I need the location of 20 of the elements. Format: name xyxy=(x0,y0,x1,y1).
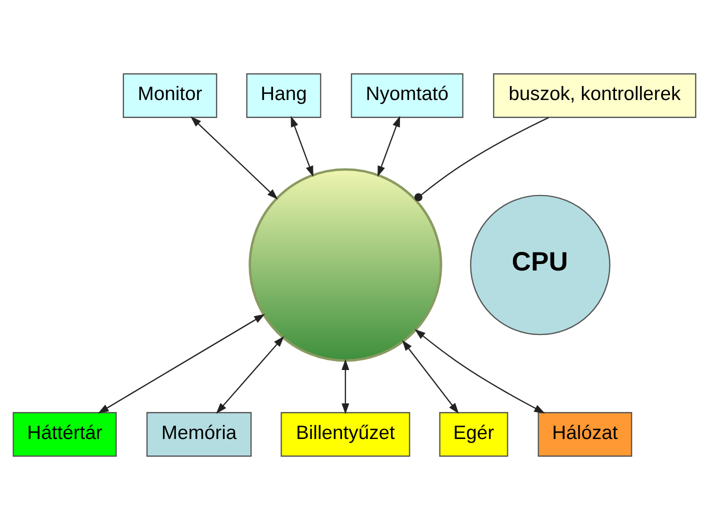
arrow xyxy=(342,358,350,414)
node-box: buszok, kontrollerek xyxy=(493,72,696,118)
node-box: Monitor xyxy=(122,72,218,118)
arrow xyxy=(378,115,400,176)
arrow xyxy=(190,116,278,200)
node-box: Memória xyxy=(146,412,252,456)
node-box: Billentyűzet xyxy=(280,412,410,456)
arrow xyxy=(414,328,546,413)
arrow xyxy=(216,336,284,414)
connector xyxy=(414,116,549,201)
node-box: Hang xyxy=(246,72,322,118)
node-box: Hálózat xyxy=(538,412,632,456)
arrow xyxy=(402,339,459,414)
node-box: Nyomtató xyxy=(350,72,464,118)
arrow xyxy=(290,115,314,176)
node-circle xyxy=(248,168,442,362)
arrow xyxy=(98,314,266,413)
node-circle: CPU xyxy=(470,194,610,335)
node-box: Háttértár xyxy=(12,412,117,456)
node-box: Egér xyxy=(439,412,508,456)
